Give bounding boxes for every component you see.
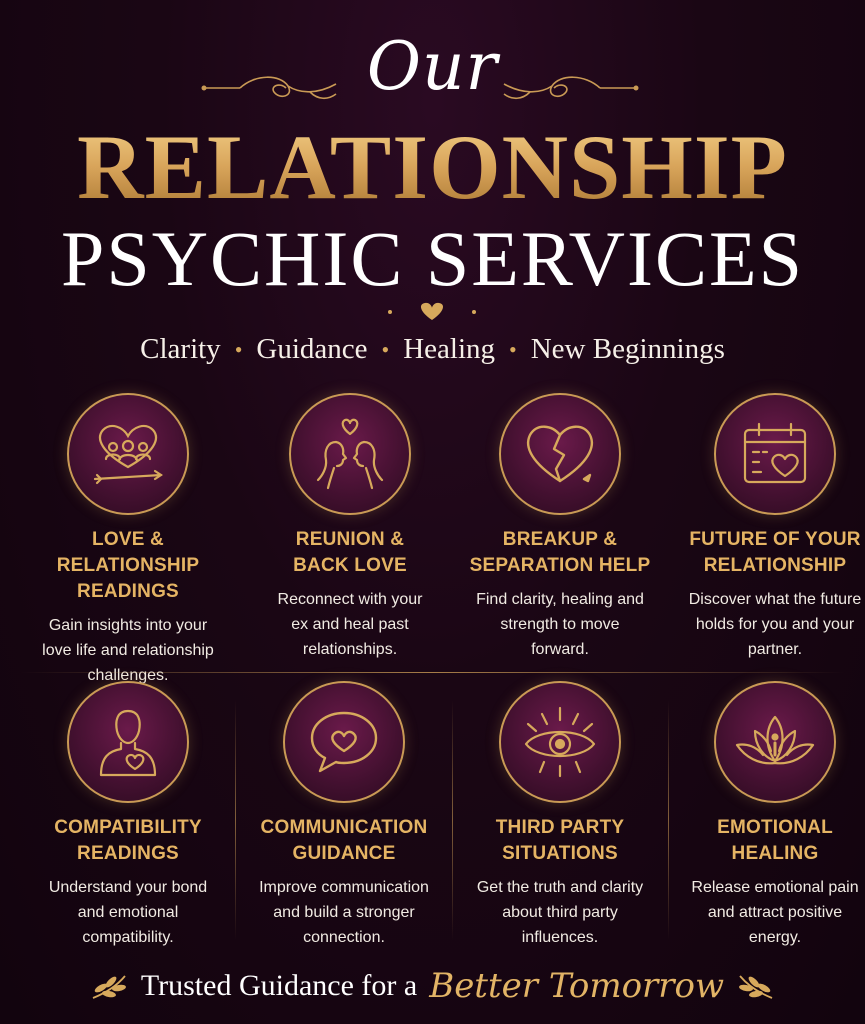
page-title: RELATIONSHIP [0,114,865,220]
service-title: EMOTIONAL HEALING [717,817,833,864]
tagline-separator: • [234,336,243,362]
service-card-breakup: BREAKUP & SEPARATION HELP Find clarity, … [452,393,668,662]
tagline-separator: • [509,336,517,362]
broken-heart-icon [526,425,594,483]
couple-faces-icon [316,418,384,490]
column-divider [452,700,453,940]
service-icon-circle [499,681,621,803]
row-divider [20,672,845,673]
service-description: Find clarity, healing and strength to mo… [476,591,644,658]
service-description: Understand your bond and emotional compa… [48,879,208,946]
service-title: COMMUNICATION GUIDANCE [260,817,428,864]
service-title: FUTURE OF YOUR RELATIONSHIP [689,529,861,576]
footer-text: Trusted Guidance for a [140,969,418,1002]
tagline-item-healing: Healing [403,333,496,365]
title-script: Our [366,28,499,105]
tagline-item-clarity: Clarity [140,333,221,365]
service-description: Improve communication and build a strong… [259,879,429,946]
service-card-emotional-healing: EMOTIONAL HEALING Release emotional pain… [667,681,865,950]
flourish-left-icon [201,76,337,100]
eye-icon [524,706,596,778]
service-icon-circle [283,681,405,803]
service-title: REUNION & BACK LOVE [293,529,407,576]
service-description: Reconnect with your ex and heal past rel… [277,591,423,658]
column-divider [668,700,669,940]
laurel-right-icon [739,975,773,999]
laurel-left-icon [92,975,126,999]
service-icon-circle [289,393,411,515]
service-icon-circle [67,393,189,515]
service-card-third-party: THIRD PARTY SITUATIONS Get the truth and… [452,681,668,950]
flourish-right-icon [503,76,639,100]
service-card-communication: COMMUNICATION GUIDANCE Improve communica… [236,681,452,950]
service-card-love-readings: LOVE & RELATIONSHIP READINGS Gain insigh… [20,393,236,688]
heart-divider-icon [70,302,795,320]
footer: Trusted Guidance for a Better Tomorrow [0,966,865,1006]
tagline-item-guidance: Guidance [256,333,368,365]
tagline-item-new-beginnings: New Beginnings [530,333,725,365]
person-heart-icon [99,709,157,777]
calendar-heart-icon [743,422,807,484]
service-description: Get the truth and clarity about third pa… [476,879,644,946]
service-description: Gain insights into your love life and re… [42,617,214,684]
heart-couple-icon [93,424,163,485]
page-subtitle: PSYCHIC SERVICES [60,215,805,302]
tagline-separator: • [381,336,390,362]
service-description: Discover what the future holds for you a… [688,591,862,658]
service-icon-circle [67,681,189,803]
service-title: COMPATIBILITY READINGS [54,817,202,864]
service-icon-circle [499,393,621,515]
service-card-reunion: REUNION & BACK LOVE Reconnect with your … [242,393,458,662]
service-title: LOVE & RELATIONSHIP READINGS [56,529,200,602]
service-icon-circle [714,393,836,515]
service-title: THIRD PARTY SITUATIONS [495,817,625,864]
service-description: Release emotional pain and attract posit… [691,879,859,946]
column-divider [235,700,236,940]
service-card-compatibility: COMPATIBILITY READINGS Understand your b… [20,681,236,950]
service-icon-circle [714,681,836,803]
footer-script-text: Better Tomorrow [429,966,725,1006]
service-card-future: FUTURE OF YOUR RELATIONSHIP Discover wha… [667,393,865,662]
tagline: Clarity • Guidance • Healing • New Begin… [0,333,865,366]
speech-heart-icon [310,711,378,773]
service-title: BREAKUP & SEPARATION HELP [469,529,651,576]
lotus-icon [735,715,815,765]
